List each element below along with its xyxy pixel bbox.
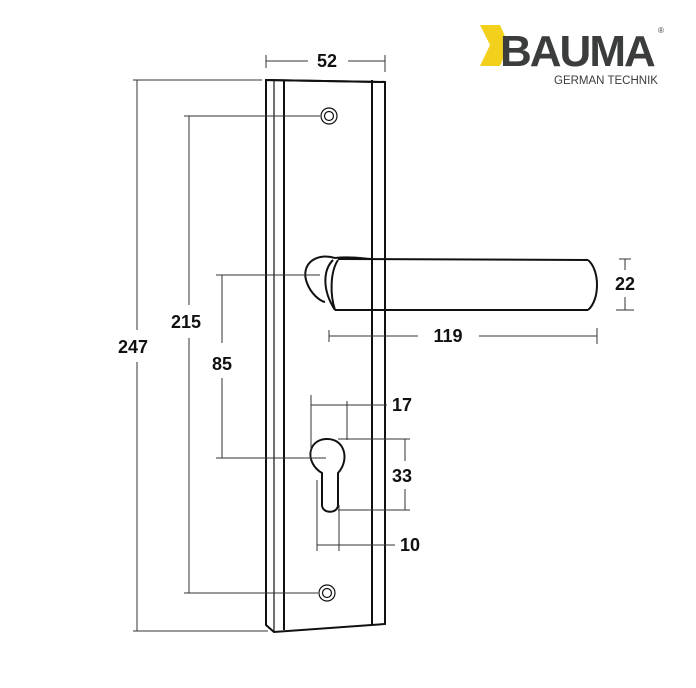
dimension-handle-length: 119 [328,326,598,346]
dim-label-17: 17 [392,395,412,415]
registered-mark: ® [658,26,664,35]
dimension-cylinder-height: 33 [338,438,412,511]
logo-yellow-mark-icon [480,25,509,66]
euro-cylinder-cutout-icon [309,437,346,513]
dimension-cylinder-width: 17 [310,395,412,460]
bauma-logo: BAUMA ® GERMAN TECHNIK [480,25,664,87]
dim-label-119: 119 [433,326,462,346]
dimension-plate-width: 52 [265,51,386,72]
logo-wordmark: BAUMA [500,27,655,76]
dim-label-215: 215 [171,312,201,332]
dimension-cylinder-slot: 10 [316,480,420,555]
dimension-screw-spacing: 215 [171,115,320,594]
backplate [265,78,386,634]
dim-label-22: 22 [615,274,635,294]
dim-label-33: 33 [392,466,412,486]
bottom-screw-hole-icon [318,584,336,602]
logo-tagline: GERMAN TECHNIK [554,75,658,87]
lever-handle [304,255,598,311]
dimension-plate-height: 247 [118,79,268,632]
dim-label-85: 85 [212,354,232,374]
dimension-handle-diameter: 22 [615,258,635,311]
dimension-backset: 85 [212,274,326,459]
dim-label-10: 10 [400,535,420,555]
dim-label-52: 52 [317,51,337,71]
top-screw-hole-icon [320,107,338,125]
dim-label-247: 247 [118,337,148,357]
